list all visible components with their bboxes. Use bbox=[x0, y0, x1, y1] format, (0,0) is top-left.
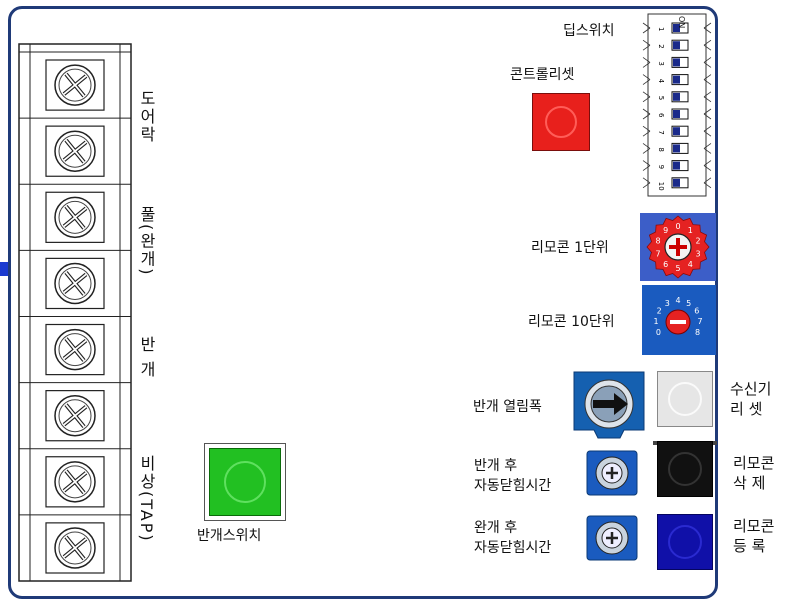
dial-digit: 6 bbox=[694, 307, 699, 316]
svg-text:4: 4 bbox=[657, 79, 665, 84]
receiver-reset-label-line1: 수신기 bbox=[730, 380, 772, 398]
half-open-label: 반 개 bbox=[137, 336, 156, 380]
remote-register-button[interactable] bbox=[657, 514, 713, 570]
dial-digit: 2 bbox=[695, 237, 700, 246]
dial-digit: 5 bbox=[686, 299, 691, 308]
terminal-screw[interactable] bbox=[19, 390, 131, 450]
svg-text:8: 8 bbox=[657, 147, 665, 151]
terminal-screw[interactable] bbox=[19, 522, 131, 582]
dial-digit: 3 bbox=[665, 299, 670, 308]
half-auto-close-label-line1: 반개 후 bbox=[474, 458, 518, 474]
dial-digit: 6 bbox=[663, 260, 668, 269]
terminal-screw[interactable] bbox=[19, 323, 131, 384]
dial-digit: 7 bbox=[655, 250, 660, 259]
control-reset-label: 콘트롤리셋 bbox=[510, 67, 575, 83]
dip-on-text: ON bbox=[677, 16, 686, 29]
svg-text:6: 6 bbox=[657, 113, 665, 118]
dial-digit: 4 bbox=[675, 296, 680, 305]
svg-text:2: 2 bbox=[657, 44, 665, 48]
svg-text:3: 3 bbox=[657, 61, 665, 65]
receiver-reset-button[interactable] bbox=[657, 371, 713, 427]
dial-digit: 1 bbox=[653, 317, 658, 326]
receiver-reset-label-line2: 리 셋 bbox=[730, 400, 763, 418]
svg-text:10: 10 bbox=[657, 182, 665, 191]
dip-switch-toggle[interactable]: 8 bbox=[642, 142, 712, 154]
remote-delete-label-line2: 삭 제 bbox=[733, 474, 766, 492]
door-lock-label: 도어락 bbox=[137, 90, 156, 144]
full-auto-close-label-line2: 자동닫힘시간 bbox=[474, 540, 552, 556]
svg-text:7: 7 bbox=[657, 130, 665, 134]
control-reset-button[interactable] bbox=[532, 93, 590, 151]
remote-1-label: 리모콘 1단위 bbox=[531, 240, 609, 256]
remote-register-label-line1: 리모콘 bbox=[733, 517, 775, 535]
dip-switch-toggle[interactable]: 10 bbox=[642, 177, 712, 191]
emergency-label: 비상(TAP) bbox=[137, 455, 156, 543]
dip-switch-toggle[interactable]: 2 bbox=[642, 39, 712, 51]
dial-digit: 0 bbox=[656, 328, 661, 337]
half-open-switch-label: 반개스위치 bbox=[197, 528, 262, 544]
full-open-label: 풀(완개) bbox=[137, 206, 156, 277]
half-auto-close-trimmer[interactable] bbox=[585, 447, 639, 499]
dial-digit: 4 bbox=[688, 260, 693, 269]
dip-switch-toggle[interactable]: 1 bbox=[642, 22, 712, 34]
dip-switch-toggle[interactable]: 5 bbox=[642, 91, 712, 103]
dip-switch[interactable]: 1 2 3 4 5 6 7 8 9 10 bbox=[640, 12, 716, 198]
remote-delete-button[interactable] bbox=[657, 441, 713, 497]
dial-digit: 0 bbox=[675, 222, 680, 231]
dip-switch-toggle[interactable]: 6 bbox=[642, 108, 712, 120]
dip-switch-label: 딥스위치 bbox=[563, 23, 615, 39]
svg-text:1: 1 bbox=[657, 27, 665, 31]
svg-text:9: 9 bbox=[657, 165, 665, 169]
full-auto-close-trimmer[interactable] bbox=[585, 512, 639, 564]
dip-switch-toggle[interactable]: 3 bbox=[642, 56, 712, 68]
dial-digit: 3 bbox=[695, 250, 700, 259]
dial-digit: 9 bbox=[663, 226, 668, 235]
dial-digit: 8 bbox=[655, 237, 660, 246]
half-open-width-label: 반개 열림폭 bbox=[473, 399, 542, 415]
dip-switch-toggle[interactable]: 9 bbox=[642, 160, 712, 172]
remote-10-label: 리모콘 10단위 bbox=[528, 314, 615, 330]
dip-switch-toggle[interactable]: 7 bbox=[642, 125, 712, 137]
half-open-width-dial[interactable] bbox=[570, 370, 648, 442]
terminal-block bbox=[18, 43, 132, 582]
terminal-screw[interactable] bbox=[19, 456, 131, 516]
dial-digit: 1 bbox=[688, 226, 693, 235]
dial-digit: 7 bbox=[697, 317, 702, 326]
dial-digit: 5 bbox=[675, 264, 680, 273]
dip-switch-toggle[interactable]: 4 bbox=[642, 74, 712, 86]
svg-text:5: 5 bbox=[657, 96, 665, 100]
terminal-screw[interactable] bbox=[19, 125, 131, 185]
full-auto-close-label-line1: 완개 후 bbox=[474, 520, 518, 536]
terminal-screw[interactable] bbox=[19, 191, 131, 251]
board-edge-marker bbox=[0, 262, 8, 276]
dial-digit: 8 bbox=[695, 328, 700, 337]
remote-delete-label-line1: 리모콘 bbox=[733, 454, 775, 472]
terminal-screw[interactable] bbox=[19, 257, 131, 317]
dial-digit: 2 bbox=[657, 307, 662, 316]
remote-register-label-line2: 등 록 bbox=[733, 537, 766, 555]
half-open-switch-button[interactable] bbox=[204, 443, 286, 521]
terminal-screw[interactable] bbox=[19, 59, 131, 119]
half-auto-close-label-line2: 자동닫힘시간 bbox=[474, 478, 552, 494]
